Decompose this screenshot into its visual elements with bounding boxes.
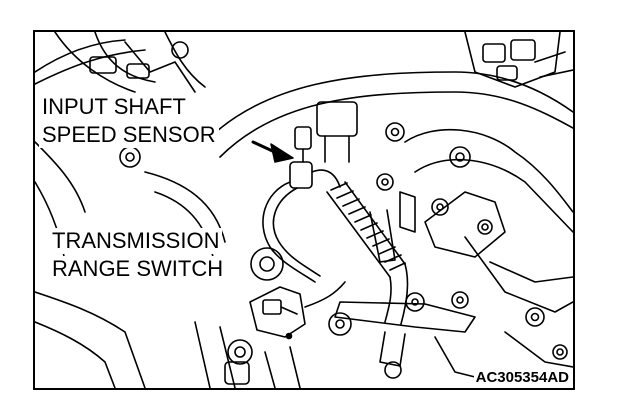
input-shaft-speed-sensor <box>289 126 341 189</box>
wire-harness-top-left <box>35 32 206 93</box>
pointer-arrow-speed-sensor <box>251 140 294 163</box>
center-bolts <box>316 101 416 263</box>
shift-linkage <box>328 291 476 379</box>
diagram-frame: INPUT SHAFT SPEED SENSOR TRANSMISSION RA… <box>33 30 575 390</box>
label-speed-sensor: SPEED SENSOR <box>39 122 219 148</box>
label-input-shaft: INPUT SHAFT <box>39 94 189 120</box>
transmission-range-switch <box>249 281 346 340</box>
pipe-top <box>204 71 573 158</box>
corrugated-hose <box>326 181 409 325</box>
engine-line-drawing <box>35 32 573 388</box>
transmission-housing-right <box>404 128 573 368</box>
figure-code: AC305354AD <box>473 369 571 387</box>
sensor-wire <box>262 181 321 283</box>
label-transmission: TRANSMISSION <box>49 228 223 254</box>
connector-block-top-right <box>464 32 573 88</box>
label-range-switch: RANGE SWITCH <box>49 256 227 282</box>
